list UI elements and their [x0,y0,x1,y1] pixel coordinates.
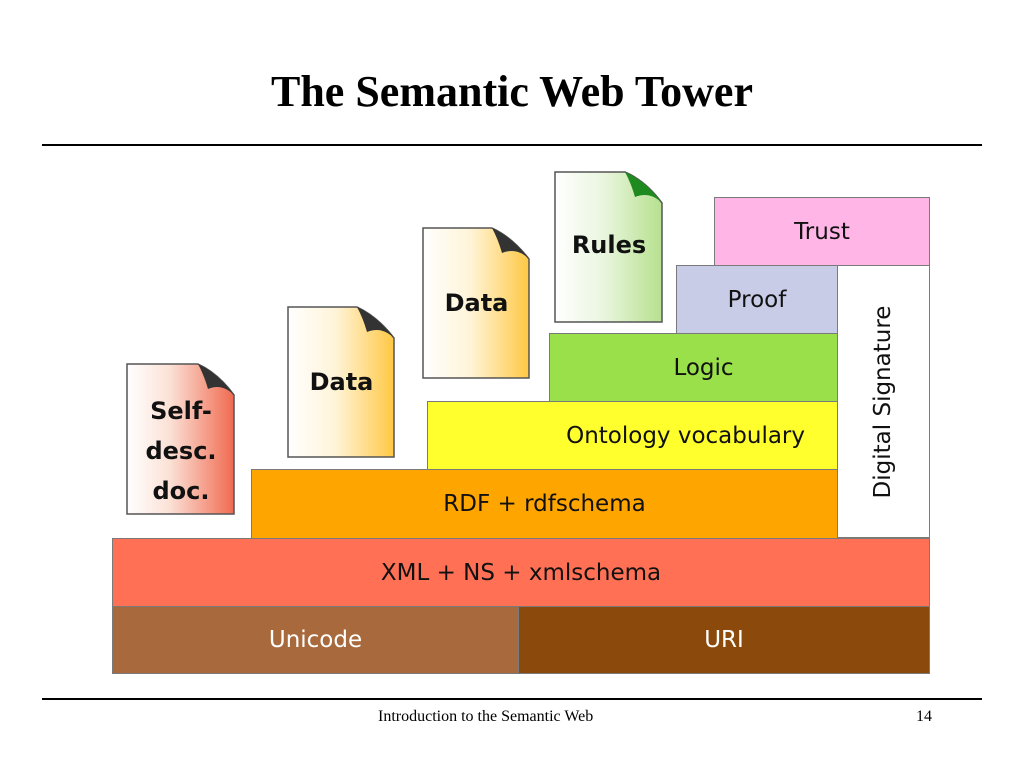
document-icon [287,306,395,458]
page-number: 14 [916,708,932,725]
slide-title: The Semantic Web Tower [270,67,753,116]
document-icon [422,227,530,379]
self-desc-doc-line1: Self- [150,397,212,425]
layer-rdf: RDF + rdfschema [251,469,838,539]
document-icon [554,171,663,323]
layer-uri: URI [518,606,930,674]
data-doc-1: Data [287,306,396,458]
digital-signature-label: Digital Signature [870,305,896,499]
self-desc-doc-line2: desc. [145,437,217,465]
layer-digital-signature [837,265,930,538]
rules-doc-label: Rules [571,231,647,259]
self-desc-doc-line3: doc. [152,477,210,505]
title-divider [42,144,982,146]
layer-ontology: Ontology vocabulary [427,401,838,470]
footer-title: Introduction to the Semantic Web [378,708,594,725]
layer-xml: XML + NS + xmlschema [112,538,930,607]
self-desc-doc: Self- desc. doc. [126,363,236,515]
layer-trust: Trust [714,197,930,266]
data-doc-1-label: Data [309,368,374,396]
layer-logic: Logic [549,333,838,402]
layer-proof: Proof [676,265,838,334]
document-icon [126,363,235,515]
data-doc-2: Data [422,227,531,379]
rules-doc: Rules [554,171,664,323]
data-doc-2-label: Data [444,289,509,317]
layer-unicode: Unicode [112,606,519,674]
footer-divider [42,698,982,700]
